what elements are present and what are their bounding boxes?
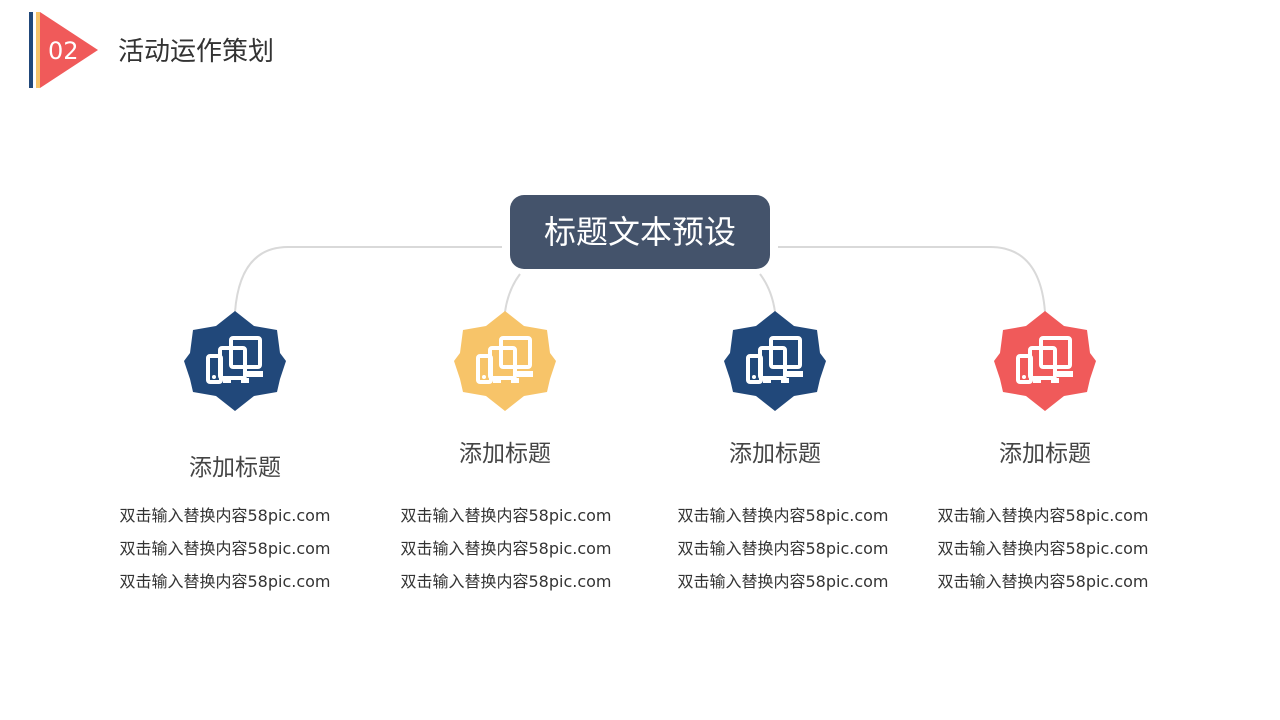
desc-line: 双击输入替换内容58pic.com — [677, 506, 889, 525]
item-title-3: 添加标题 — [729, 441, 821, 467]
desc-line: 双击输入替换内容58pic.com — [119, 539, 331, 558]
section-number: 02 — [48, 37, 79, 65]
star-badge-1 — [183, 309, 287, 413]
desc-line: 双击输入替换内容58pic.com — [677, 539, 889, 558]
star-badge-4 — [993, 309, 1097, 413]
item-title-1: 添加标题 — [189, 455, 281, 481]
center-title-box: 标题文本预设 — [510, 195, 770, 269]
desc-line: 双击输入替换内容58pic.com — [937, 506, 1149, 525]
item-desc-4: 双击输入替换内容58pic.com 双击输入替换内容58pic.com 双击输入… — [923, 506, 1163, 605]
item-desc-3: 双击输入替换内容58pic.com 双击输入替换内容58pic.com 双击输入… — [663, 506, 903, 605]
item-title-2: 添加标题 — [459, 441, 551, 467]
item-desc-1: 双击输入替换内容58pic.com 双击输入替换内容58pic.com 双击输入… — [105, 506, 345, 605]
star-badge-3 — [723, 309, 827, 413]
devices-icon — [454, 311, 556, 411]
desc-line: 双击输入替换内容58pic.com — [400, 506, 612, 525]
item-title-4: 添加标题 — [999, 441, 1091, 467]
center-title: 标题文本预设 — [543, 213, 736, 251]
desc-line: 双击输入替换内容58pic.com — [119, 572, 331, 591]
desc-line: 双击输入替换内容58pic.com — [677, 572, 889, 591]
devices-icon — [724, 311, 826, 411]
header-triangle — [40, 12, 98, 88]
item-desc-2: 双击输入替换内容58pic.com 双击输入替换内容58pic.com 双击输入… — [386, 506, 626, 605]
star-badge-2 — [453, 309, 557, 413]
desc-line: 双击输入替换内容58pic.com — [119, 506, 331, 525]
devices-icon — [994, 311, 1096, 411]
header-bar-navy — [29, 12, 33, 88]
desc-line: 双击输入替换内容58pic.com — [400, 539, 612, 558]
desc-line: 双击输入替换内容58pic.com — [400, 572, 612, 591]
desc-line: 双击输入替换内容58pic.com — [937, 539, 1149, 558]
header-bar-yellow — [36, 12, 40, 88]
section-title: 活动运作策划 — [118, 37, 275, 67]
devices-icon — [184, 311, 286, 411]
desc-line: 双击输入替换内容58pic.com — [937, 572, 1149, 591]
